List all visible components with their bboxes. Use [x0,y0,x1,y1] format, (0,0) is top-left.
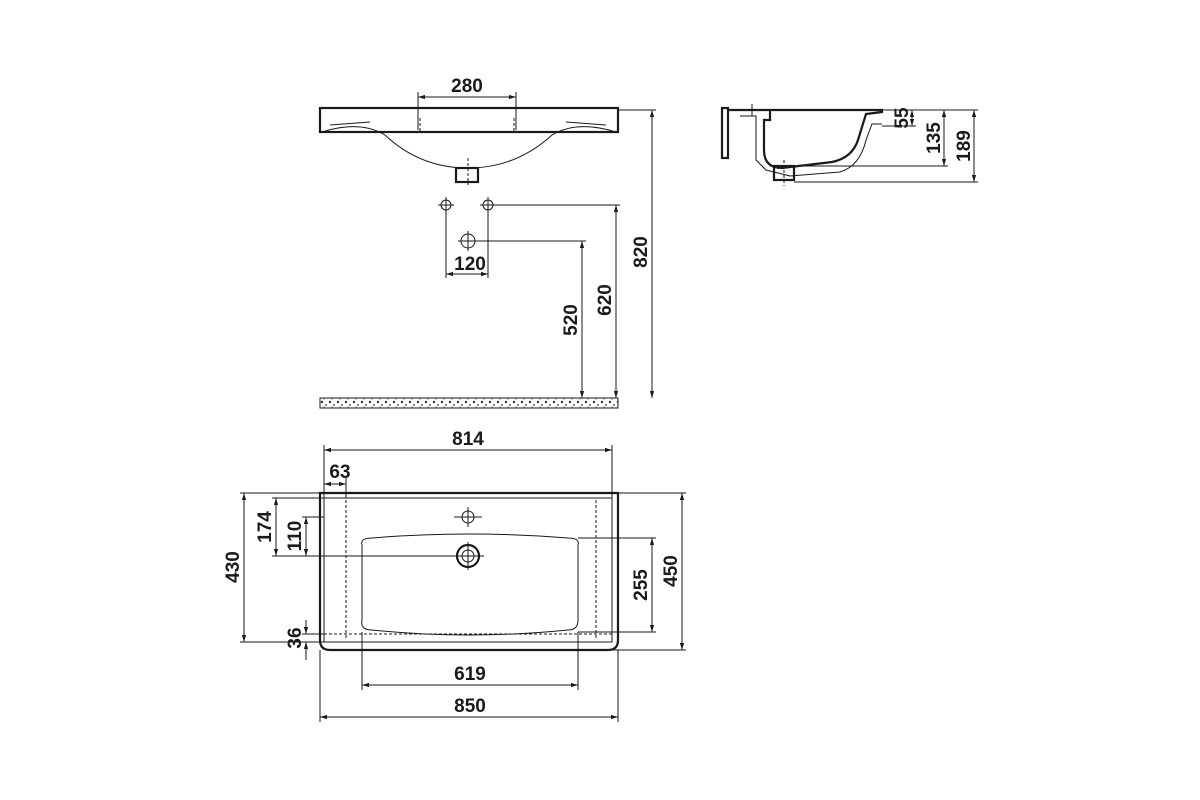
dim-450-group: 450 [661,493,685,650]
dim-814-group: 814 [323,429,613,500]
dim-255: 255 [631,569,652,601]
dim-63-group: 63 [324,462,351,498]
plan-view: 814 63 174 110 430 [223,429,686,722]
dim-430: 430 [223,551,244,583]
dim-850-group: 850 [320,696,618,720]
basin-side-outline [720,104,884,186]
dim-820: 820 [631,236,652,268]
tap-symbols [438,197,496,251]
dim-619-group: 619 [362,664,578,688]
dim-135-group: 135 [924,110,947,166]
dim-450: 450 [661,555,682,587]
dim-120: 120 [454,254,486,275]
side-view: 55 135 189 [720,104,978,186]
dim-36-group: 36 [285,620,309,660]
dim-620: 620 [595,284,616,316]
dim-520-group: 520 [561,241,585,398]
dim-814: 814 [452,429,484,450]
dim-55-group: 55 [892,107,915,129]
dim-189-group: 189 [954,110,977,182]
dim-255-group: 255 [631,538,655,632]
dim-110-group: 110 [285,517,309,556]
dim-120-group: 120 [445,212,489,278]
dim-55: 55 [892,107,913,129]
dim-189: 189 [954,130,975,162]
dim-280-group: 280 [417,76,517,130]
floor-hatch [319,397,619,409]
dim-430-group: 430 [223,493,247,642]
dim-174: 174 [255,511,276,543]
dim-174-group: 174 [255,498,279,556]
dim-280: 280 [451,76,483,97]
dim-36: 36 [285,627,306,648]
basin-front-outline [318,106,620,185]
front-view: 280 120 520 [318,76,656,409]
dim-135: 135 [924,122,945,154]
dim-850: 850 [454,696,486,717]
basin-plan-outline [318,491,620,652]
dim-820-group: 820 [631,110,655,398]
dim-63: 63 [329,462,350,483]
dim-619: 619 [454,664,486,685]
dim-110: 110 [285,521,306,552]
dim-620-group: 620 [595,205,619,398]
dim-520: 520 [561,304,582,336]
